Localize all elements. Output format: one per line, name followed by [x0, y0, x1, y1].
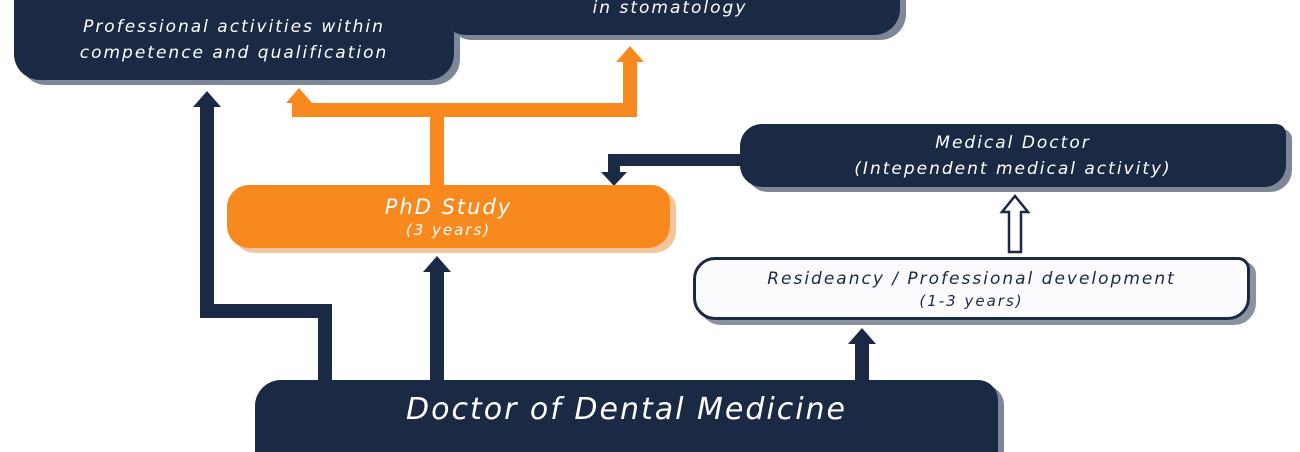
professional-activities-box: Professional activities within competenc…	[14, 0, 454, 80]
medical-doctor-line-1: Medical Doctor	[935, 132, 1091, 153]
residency-title: Resideancy / Professional development	[767, 268, 1176, 289]
navy-arrowhead-phd	[423, 256, 451, 272]
orange-arrowhead-left	[286, 88, 312, 103]
ddm-to-professional-connector	[200, 105, 332, 382]
residency-subtitle: (1-3 years)	[919, 291, 1024, 310]
phd-to-professional-connector	[292, 98, 444, 188]
residency-box: Resideancy / Professional development (1…	[693, 257, 1250, 320]
phd-to-stomatology-connector	[437, 60, 637, 117]
ddm-title: Doctor of Dental Medicine	[406, 392, 847, 427]
navy-arrowhead-professional	[193, 91, 221, 107]
phd-title: PhD Study	[384, 194, 513, 219]
stomatology-line-1: in stomatology	[592, 0, 748, 18]
medical-doctor-to-phd-connector	[608, 154, 742, 174]
stomatology-box: in stomatology	[440, 0, 900, 35]
navy-arrowhead-phd-right	[601, 172, 627, 186]
navy-arrowhead-residency	[848, 328, 876, 344]
professional-line-1: Professional activities within	[83, 17, 385, 37]
phd-subtitle: (3 years)	[405, 220, 492, 239]
professional-line-2: competence and qualification	[79, 43, 389, 63]
doctor-of-dental-medicine-box: Doctor of Dental Medicine	[255, 380, 998, 452]
medical-doctor-line-2: (Intependent medical activity)	[854, 158, 1172, 179]
hollow-arrow-medical-doctor	[999, 194, 1031, 254]
orange-arrowhead-right	[616, 46, 644, 62]
phd-study-box: PhD Study (3 years)	[227, 185, 670, 248]
medical-doctor-box: Medical Doctor (Intependent medical acti…	[740, 124, 1286, 187]
